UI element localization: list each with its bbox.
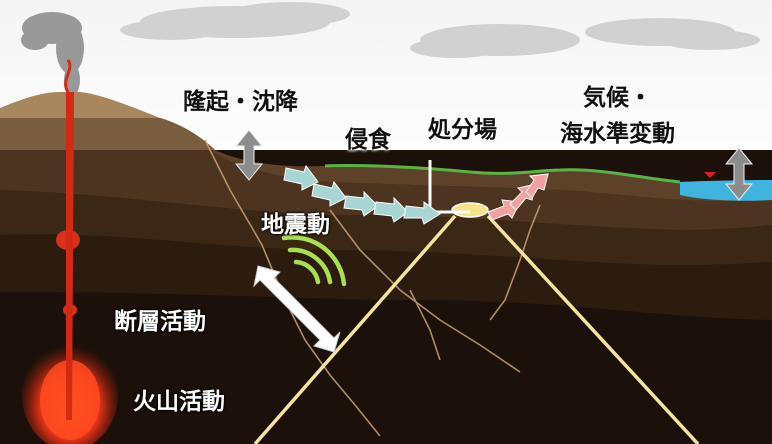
erosion-label: 侵食 (345, 127, 391, 153)
double-arrow-icon (234, 129, 264, 181)
disposal-site-label: 処分場 (428, 117, 497, 143)
clouds (120, 2, 760, 58)
volcano-shading (0, 118, 215, 150)
climate-sea-level-label-line2: 海水準変動 (560, 121, 675, 147)
fault-lines (204, 139, 541, 437)
double-arrow-icon (724, 147, 754, 201)
volcanic-smoke (21, 12, 84, 96)
climate-sea-level-label-line1: 気候・ (583, 85, 652, 111)
ground-surface (324, 163, 681, 184)
sea-level-marker-icon (704, 172, 716, 178)
seismic-wave-icon (281, 235, 347, 287)
disposal-facility (428, 160, 489, 218)
magma-conduit (22, 59, 118, 444)
ground-motion-label: 地震動 (261, 212, 330, 238)
low-layer (0, 190, 772, 266)
double-arrow-icon (253, 265, 341, 353)
disposal-cone (253, 214, 700, 444)
uplift-subsidence-label: 隆起・沈降 (183, 89, 298, 115)
volcanic-activity-label: 火山活動 (133, 389, 225, 415)
mid-layer (0, 150, 772, 230)
erosion-arrows (283, 164, 441, 225)
uplift-arrows (487, 173, 549, 221)
volcano (0, 92, 160, 118)
fault-activity-label: 断層活動 (114, 309, 206, 335)
